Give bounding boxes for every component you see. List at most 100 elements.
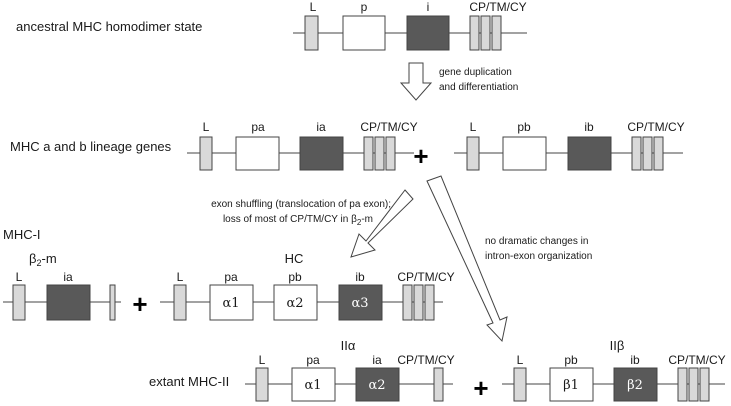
a-l-label: L [203, 120, 210, 134]
ii-beta-l-label: L [517, 353, 524, 367]
ancestral-exon-tm [480, 15, 491, 51]
shuffle-text-line2-pre: loss of most of CP/TM/CY in β [223, 214, 357, 225]
hc-exon-pa [209, 284, 254, 321]
ii-beta-exon-ib [613, 367, 658, 402]
a-exon-pa [235, 136, 280, 171]
b-exon-pb [502, 136, 547, 171]
ancestral-cptmcy-label: CP/TM/CY [469, 0, 526, 14]
b-exon-ib [567, 136, 612, 171]
hc-exon-l [173, 284, 187, 321]
b2m-l-label: L [16, 270, 23, 284]
b2m-label: β2-m [29, 251, 57, 268]
ancestral-i-label: i [427, 0, 430, 14]
plus-sign-mhc-ii: + [473, 373, 488, 403]
ancestral-p-label: p [361, 0, 368, 14]
a-pa-label: pa [251, 120, 265, 134]
ancestral-state-label: ancestral MHC homodimer state [16, 19, 202, 34]
ii-alpha-exon-ia [355, 367, 400, 402]
ii-beta-label: IIβ [610, 338, 625, 353]
nochange-text-line1: no dramatic changes in [485, 236, 588, 247]
a-exon-tm [374, 136, 385, 171]
plus-sign-ab: + [413, 141, 428, 171]
ii-beta-exon-cy [699, 367, 710, 402]
ancestral-exon-p [342, 15, 386, 51]
ii-alpha-ia-label: ia [372, 353, 382, 367]
plus-sign-mhc-i: + [132, 289, 147, 319]
ancestral-exon-cp [469, 15, 480, 51]
ii-beta2-label: β2 [627, 378, 643, 393]
ii-alpha-exon-l [255, 367, 269, 402]
a-ia-label: ia [316, 120, 326, 134]
lineage-row: MHC a and b lineage genes L pa ia CP/TM/… [10, 120, 685, 171]
shuffle-arrow-group: exon shuffling (translocation of pa exon… [211, 189, 414, 258]
ii-beta-cptmcy-label: CP/TM/CY [668, 353, 725, 367]
b2m-label-post: -m [42, 251, 57, 266]
a-exon-cp [363, 136, 374, 171]
ii-beta-ib-label: ib [630, 353, 640, 367]
hc-exon-ib [338, 284, 383, 321]
ancestral-exon-i [406, 15, 450, 51]
mhc-ii-row: extant MHC-II IIα L pa α1 ia α2 CP/TM/CY… [149, 338, 726, 403]
hc-ib-label: ib [355, 270, 365, 284]
ii-alpha-l-label: L [259, 353, 266, 367]
ii-alpha2-label: α2 [368, 378, 385, 393]
b-cptmcy-label: CP/TM/CY [627, 120, 684, 134]
hc-cptmcy-label: CP/TM/CY [397, 270, 454, 284]
ab-lineage-label: MHC a and b lineage genes [10, 139, 172, 154]
mhc-i-row: MHC-I β2-m L ia + HC L pa α1 pb α2 ib α3… [3, 227, 455, 321]
ii-beta-exon-pb [549, 367, 594, 402]
b2m-label-sub: 2 [36, 258, 41, 268]
duplication-arrow-group: gene duplication and differentiation [399, 62, 518, 101]
b-exon-tm [642, 136, 653, 171]
a-cptmcy-label: CP/TM/CY [360, 120, 417, 134]
ii-alpha-exon-cp [433, 367, 444, 402]
b-exon-cy [653, 136, 664, 171]
duplication-text-line1: gene duplication [439, 67, 512, 78]
hc-exon-cp [402, 284, 413, 321]
shuffle-text-line2-sub: 2 [357, 218, 362, 227]
hc-l-label: L [177, 270, 184, 284]
a-exon-cy [385, 136, 396, 171]
shuffle-arrow [350, 189, 414, 258]
ii-beta-pb-label: pb [564, 353, 578, 367]
b-exon-l [466, 136, 480, 171]
shuffle-text-line1: exon shuffling (translocation of pa exon… [211, 199, 391, 210]
ancestral-exon-l [304, 15, 319, 51]
ii-alpha1-label: α1 [304, 378, 321, 393]
mhc-i-label: MHC-I [3, 227, 41, 242]
b-l-label: L [470, 120, 477, 134]
duplication-text-line2: and differentiation [439, 82, 518, 93]
shuffle-text-line2-post: -m [361, 214, 373, 225]
b2m-label-pre: β [29, 251, 36, 266]
hc-alpha2-label: α2 [286, 296, 303, 311]
ii-beta1-label: β1 [563, 378, 579, 393]
ancestral-row: ancestral MHC homodimer state L p i CP/T… [16, 0, 527, 51]
nochange-arrow-group: no dramatic changes in intron-exon organ… [426, 175, 592, 343]
b-ib-label: ib [584, 120, 594, 134]
ii-beta-exon-cp [677, 367, 688, 402]
ii-alpha-exon-pa [291, 367, 336, 402]
a-exon-ia [299, 136, 344, 171]
ancestral-exon-cy [491, 15, 502, 51]
hc-alpha3-label: α3 [351, 296, 368, 311]
ii-alpha-label: IIα [341, 338, 356, 353]
b2m-exon-ia [46, 284, 91, 321]
ii-beta-exon-tm [688, 367, 699, 402]
shuffle-text-line2: loss of most of CP/TM/CY in β2-m [223, 214, 373, 227]
extant-mhc-ii-label: extant MHC-II [149, 374, 229, 389]
nochange-arrow [426, 175, 508, 343]
hc-exon-pb [273, 284, 318, 321]
hc-label: HC [285, 251, 304, 266]
b-pb-label: pb [517, 120, 531, 134]
hc-exon-cy [424, 284, 435, 321]
ii-alpha-cptmcy-label: CP/TM/CY [397, 353, 454, 367]
hc-pb-label: pb [288, 270, 302, 284]
ii-alpha-pa-label: pa [306, 353, 320, 367]
b2m-ia-label: ia [63, 270, 73, 284]
hc-exon-tm [413, 284, 424, 321]
ancestral-l-label: L [310, 0, 317, 14]
b2m-exon-remnant [109, 284, 116, 321]
duplication-arrow [399, 62, 433, 101]
